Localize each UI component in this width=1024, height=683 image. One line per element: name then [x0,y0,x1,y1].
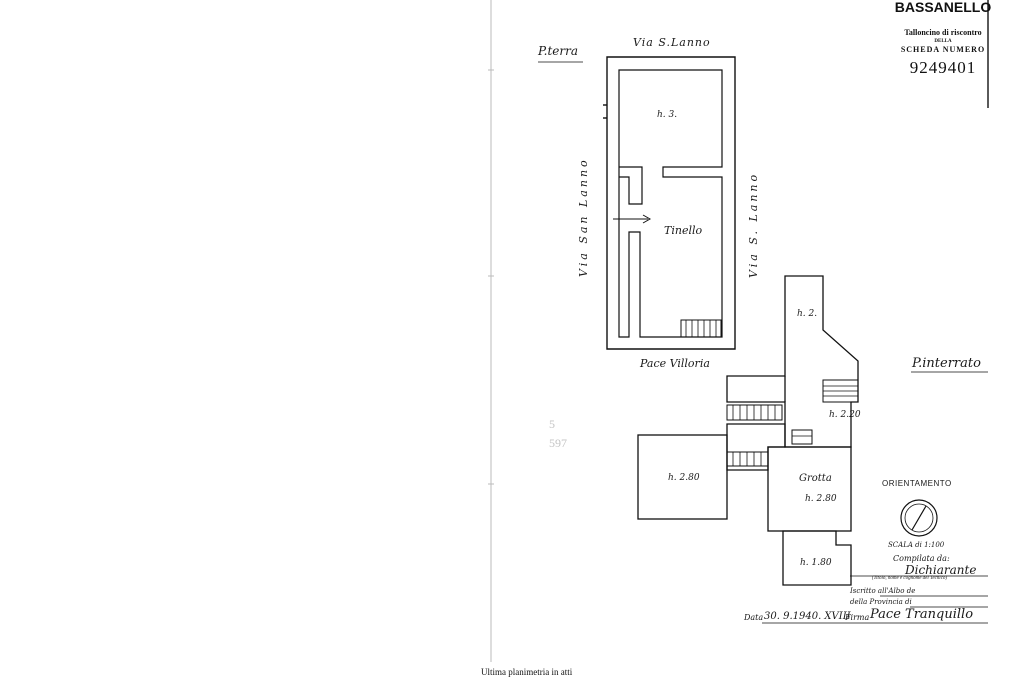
stamp-line1: Talloncino di riscontro [904,28,982,37]
albo-label: Iscritto all'Albo de [850,587,916,595]
street-bottom: Pace Villoria [640,357,710,370]
room-main-name: Tinello [664,224,703,237]
room-upper-height: h. 3. [657,110,678,120]
compiled-note: (Titolo, nome e cognome del Tecnico) [872,576,948,581]
basement-plan [637,275,988,586]
provincia-label: della Provincia di [850,598,912,606]
ground-floor-title: P.terra [538,44,579,58]
basement-title: P.interrato [912,356,981,371]
date-value: 30. 9.1940. XVIII [764,611,851,622]
room-bottom-height: h. 1.80 [800,558,832,568]
compiled-name: Dichiarante [905,563,977,577]
grotta-name: Grotta [799,473,832,484]
registry-stamp: BASSANELLO Talloncino di riscontro DELLA… [893,0,993,78]
faded-mark-1: 5 [549,417,555,431]
street-top: Via S.Lanno [633,36,711,49]
grotta-height: h. 2.80 [805,494,837,504]
street-right: Via S. Lanno [747,171,760,278]
compiled-by-label: Compilata da: [893,554,950,563]
ground-floor-plan [538,56,736,350]
street-left: Via San Lanno [577,157,590,277]
legend-lines [762,575,988,624]
compass-icon [900,499,938,537]
room-left-height: h. 2.80 [668,473,700,483]
caption: Ultima planimetria in atti [481,667,573,677]
orientation-label: ORIENTAMENTO [882,479,952,488]
date-label: Data [744,613,764,622]
room-mid-height: h. 2.20 [829,410,861,420]
stamp-number: 9249401 [909,58,977,77]
stamp-line3: SCHEDA NUMERO [900,45,986,54]
room-upper-basement-height: h. 2. [797,309,818,319]
stamp-line2: DELLA [934,39,952,44]
signature: Pace Tranquillo [870,607,974,622]
signature-label: Firma [845,613,870,622]
faded-mark-2: 597 [549,436,567,450]
scale-label: SCALA di 1:100 [888,541,945,549]
page-margin [488,0,494,662]
stamp-brand: BASSANELLO [894,0,992,15]
